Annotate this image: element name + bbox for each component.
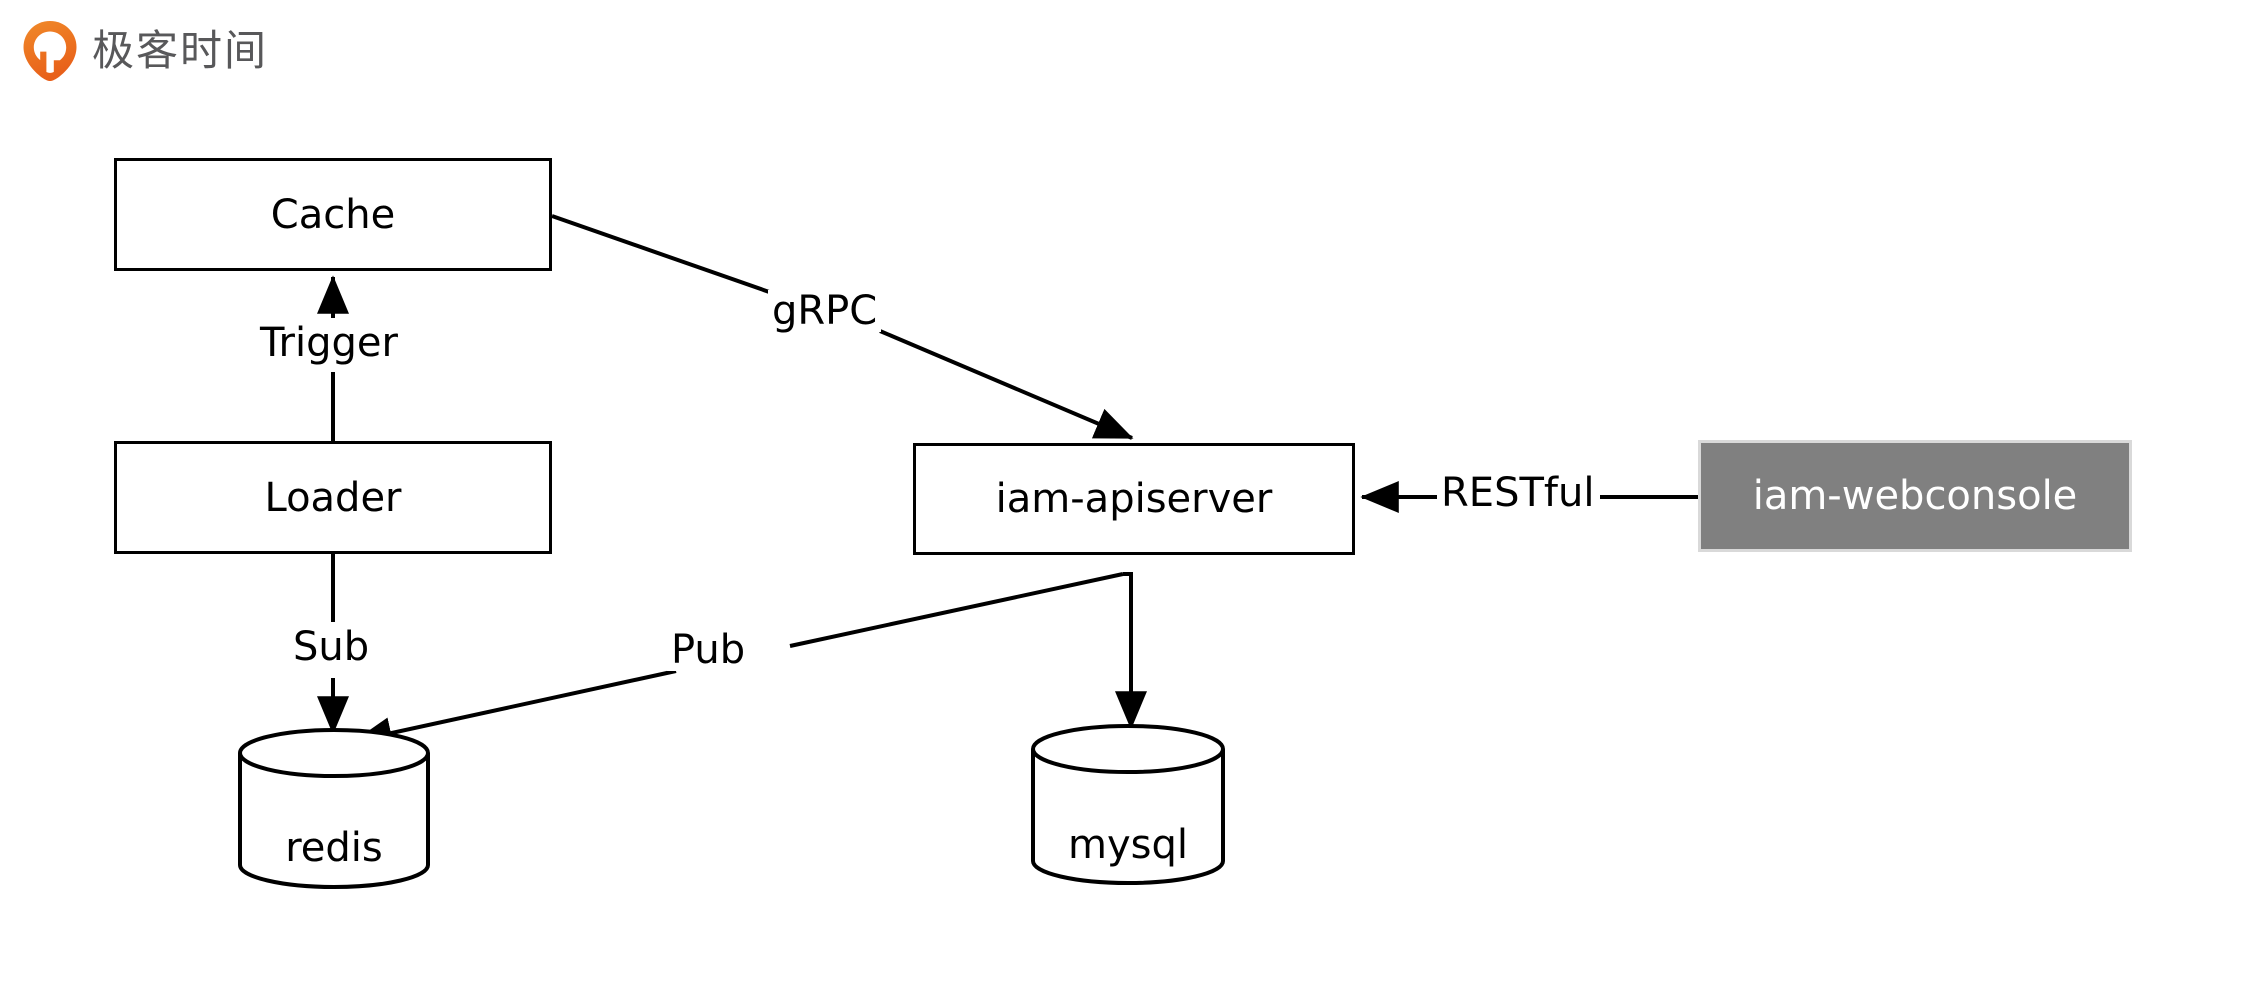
node-redis[interactable]: redis	[237, 727, 431, 891]
database-cylinder-icon	[238, 728, 430, 890]
node-redis-label: redis	[285, 825, 383, 871]
node-iam-apiserver[interactable]: iam-apiserver	[913, 443, 1355, 555]
edge-label-trigger: Trigger	[256, 322, 402, 364]
brand-header: 极客时间	[22, 18, 268, 84]
geektime-pin-logo-icon	[22, 20, 78, 82]
node-loader-label: Loader	[264, 474, 402, 521]
edge-label-sub: Sub	[289, 626, 374, 668]
database-cylinder-icon	[1031, 724, 1225, 886]
brand-name: 极客时间	[92, 26, 269, 75]
node-cache-label: Cache	[270, 191, 396, 238]
edge-label-grpc: gRPC	[768, 290, 882, 332]
edge-label-pub: Pub	[667, 629, 750, 671]
edge-label-restful: RESTful	[1437, 472, 1599, 514]
node-cache[interactable]: Cache	[114, 158, 552, 271]
edge-apiserver-to-mysql	[1115, 572, 1147, 730]
node-loader[interactable]: Loader	[114, 441, 552, 554]
node-iam-webconsole-label: iam-webconsole	[1752, 473, 2078, 519]
node-iam-webconsole[interactable]: iam-webconsole	[1698, 440, 2132, 552]
node-mysql[interactable]: mysql	[1030, 722, 1226, 888]
node-mysql-label: mysql	[1068, 822, 1188, 868]
node-iam-apiserver-label: iam-apiserver	[995, 476, 1273, 522]
